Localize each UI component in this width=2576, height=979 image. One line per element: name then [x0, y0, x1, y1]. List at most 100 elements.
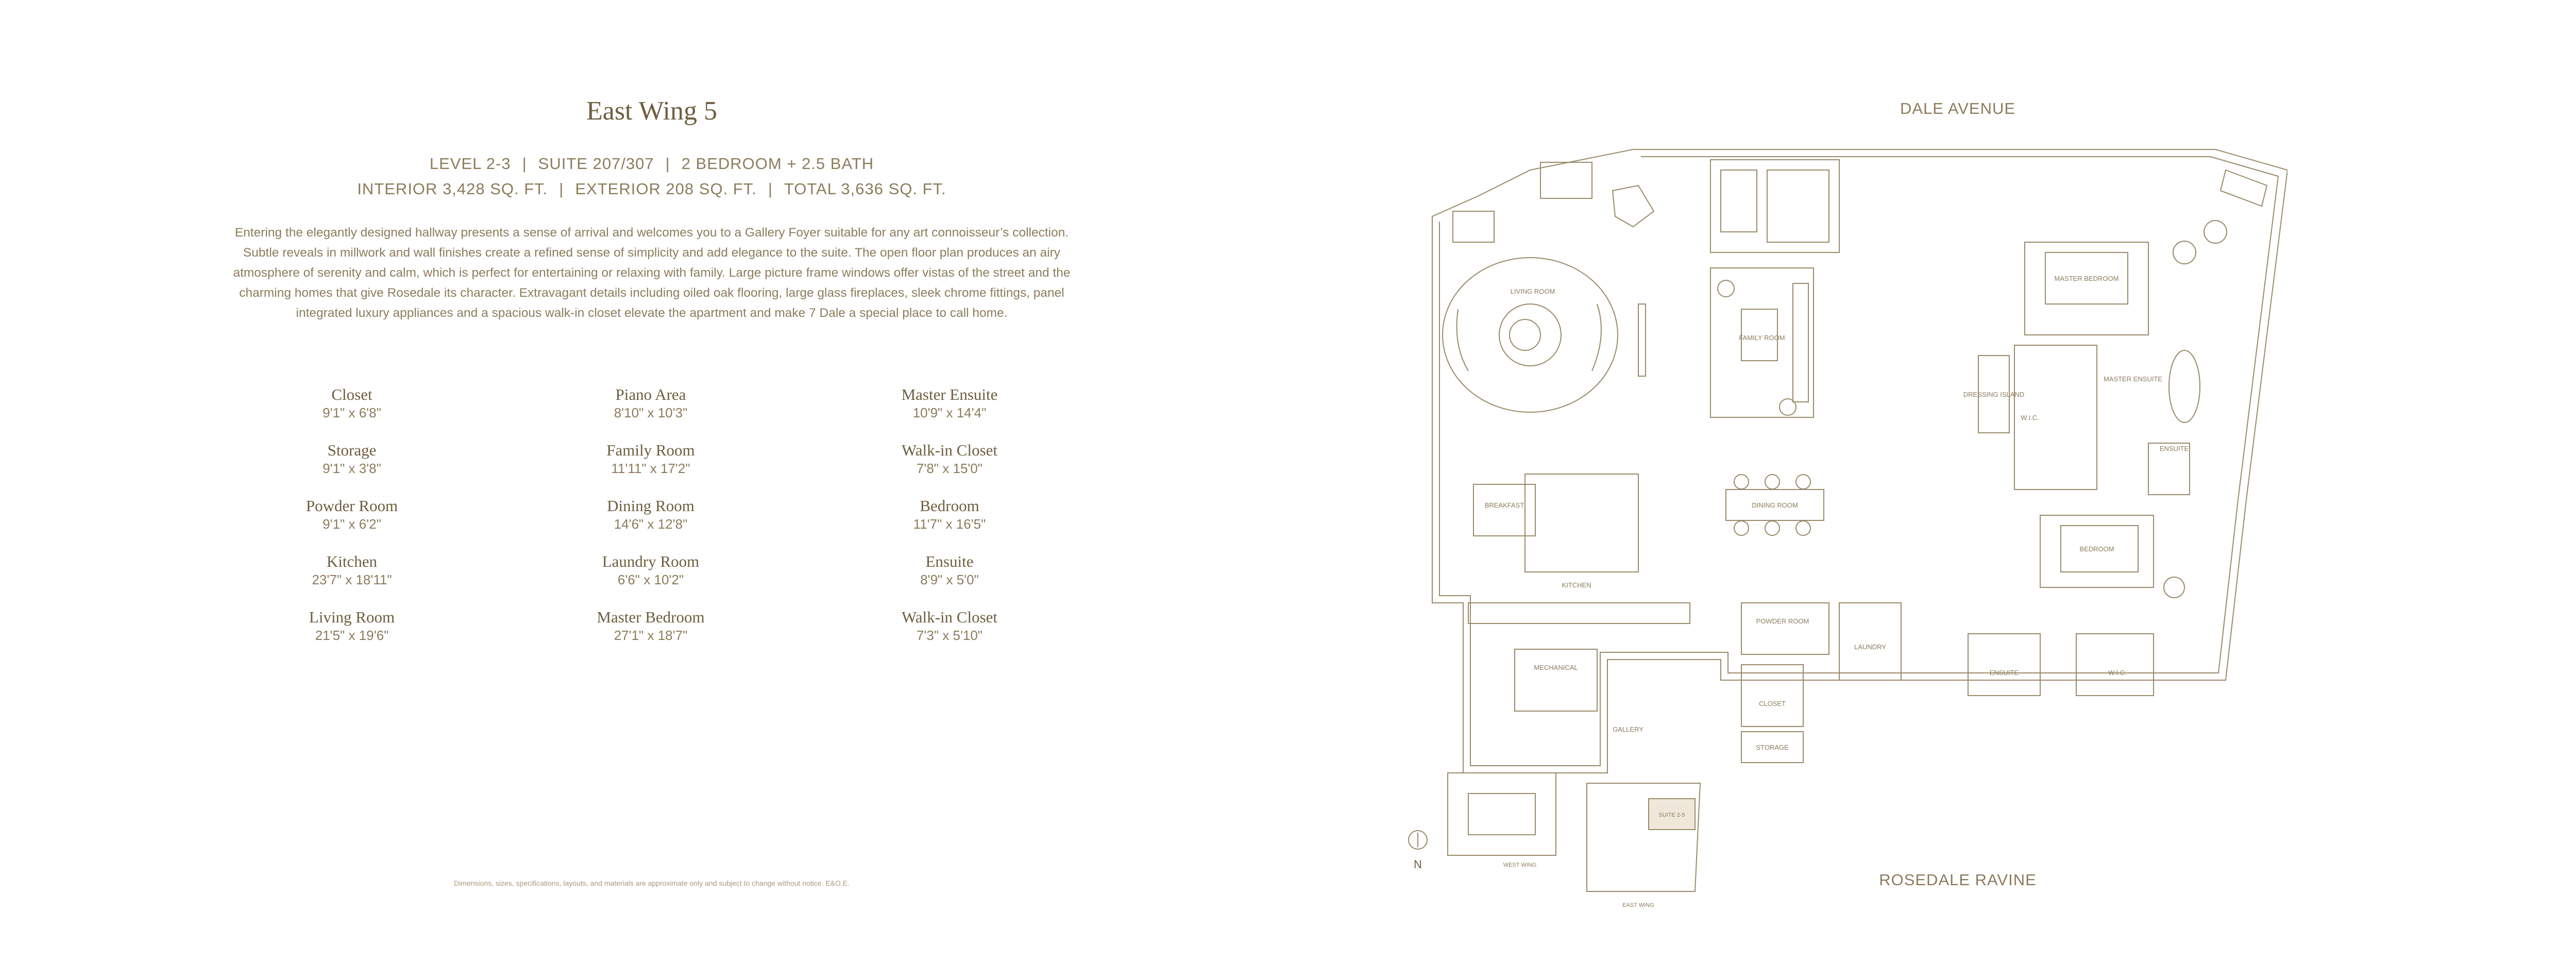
room-dimensions: 11'11" x 17'2": [611, 461, 690, 476]
master-chair: [2173, 241, 2196, 264]
room-dimensions: 27'1" x 18'7": [614, 628, 688, 643]
room-dimensions: 7'3" x 5'10": [916, 628, 983, 643]
room-dimensions: 8'10" x 10'3": [614, 405, 688, 420]
room-dimensions: 9'1" x 6'2": [323, 516, 381, 532]
west-wing-inner: [1468, 793, 1536, 835]
spec-total: TOTAL 3,636 SQ. FT.: [784, 180, 946, 198]
spec-separator: |: [522, 155, 527, 173]
room-item: Piano Area 8'10" x 10'3": [543, 385, 759, 441]
piano: [1612, 184, 1655, 228]
room-dimensions: 7'8" x 15'0": [916, 461, 983, 476]
street-label-bottom: ROSEDALE RAVINE: [1879, 871, 2037, 889]
room-name: Storage: [327, 441, 377, 459]
disclaimer: Dimensions, sizes, specifications, layou…: [453, 879, 850, 887]
dining-chair: [1795, 474, 1811, 490]
plan-label-bedroom: BEDROOM: [2079, 545, 2114, 553]
room-name: Piano Area: [615, 385, 686, 403]
master-bedroom-bed-inner: [2045, 252, 2128, 305]
plan-label-powder-room: POWDER ROOM: [1756, 617, 1809, 625]
plan-label-mechanical: MECHANICAL: [1534, 664, 1578, 671]
top-closet-inner: [1767, 170, 1829, 243]
family-room-sofa: [1792, 283, 1809, 402]
master-chair: [2204, 220, 2227, 244]
plan-label-family-room: FAMILY ROOM: [1739, 334, 1785, 342]
room-name: Dining Room: [607, 497, 694, 515]
top-closet-inner: [1720, 170, 1757, 232]
key-plans: N WEST WING SUITE 2-5 EAST WING: [1408, 772, 1701, 908]
room-dimensions: 21'5" x 19'6": [315, 628, 389, 643]
room-dimensions: 9'1" x 3'8": [323, 461, 381, 476]
spec-suite: SUITE 207/307: [538, 155, 654, 173]
master-tub: [2168, 350, 2200, 423]
spec-interior: INTERIOR 3,428 SQ. FT.: [357, 180, 548, 198]
east-wing-keyplan: [1586, 783, 1701, 892]
plan-label-gallery: GALLERY: [1613, 725, 1643, 733]
bedroom-bed: [2040, 515, 2154, 588]
master-shower: [2148, 443, 2190, 495]
spec-separator: |: [665, 155, 670, 173]
fireplace: [1638, 303, 1646, 377]
spec-separator: |: [559, 180, 564, 198]
family-room-chair: [1779, 398, 1797, 416]
room-name: Closet: [331, 385, 372, 403]
mechanical-room: [1514, 649, 1598, 712]
kitchen-counter: [1468, 602, 1690, 624]
north-arrow-icon: [1408, 830, 1428, 850]
living-room-table-inner: [1509, 319, 1541, 351]
room-item: Master Bedroom 27'1" x 18'7": [543, 608, 759, 664]
suite-description: Entering the elegantly designed hallway …: [233, 226, 1071, 320]
room-item: Living Room 21'5" x 19'6": [244, 608, 460, 664]
top-closet: [1710, 159, 1840, 253]
plan-label-master-bedroom: MASTER BEDROOM: [2055, 275, 2119, 282]
west-wing-label: WEST WING: [1503, 862, 1537, 868]
dressing-island: [1978, 355, 2010, 433]
dining-table: [1725, 489, 1824, 521]
room-name: Master Bedroom: [597, 608, 705, 626]
master-window: [2219, 169, 2268, 207]
street-label-top: DALE AVENUE: [1900, 99, 2016, 117]
plan-inner-wall: [1439, 156, 2279, 766]
room-dimensions: 6'6" x 10'2": [617, 572, 684, 587]
spec-line-level: LEVEL 2-3|SUITE 207/307|2 BEDROOM + 2.5 …: [0, 155, 1303, 173]
bedroom-bed-inner: [2060, 525, 2139, 572]
dining-chair: [1765, 520, 1780, 536]
page-title: East Wing 5: [586, 96, 718, 126]
wic-lower: [2076, 633, 2154, 696]
spec-separator: |: [768, 180, 773, 198]
dining-chair: [1734, 474, 1749, 490]
plan-label-laundry: LAUNDRY: [1854, 643, 1886, 651]
plan-label-wic: W.I.C.: [2021, 414, 2039, 421]
plan-label-breakfast: BREAKFAST: [1485, 501, 1524, 509]
room-name: Living Room: [309, 608, 395, 626]
room-name: Bedroom: [920, 497, 979, 515]
room-item: Storage 9'1" x 3'8": [244, 441, 460, 497]
east-wing-label: EAST WING: [1622, 902, 1654, 908]
plan-label-master-ensuite: MASTER ENSUITE: [2104, 375, 2162, 383]
dining-chair: [1734, 520, 1749, 536]
room-dimensions: 14'6" x 12'8": [614, 516, 688, 532]
spec-exterior: EXTERIOR 208 SQ. FT.: [575, 180, 757, 198]
spec-line-area: INTERIOR 3,428 SQ. FT. | EXTERIOR 208 SQ. …: [0, 180, 1303, 198]
window-bay: [1452, 211, 1495, 243]
living-room-rug: [1442, 257, 1618, 413]
ensuite: [1968, 633, 2041, 696]
plan-label-closet: CLOSET: [1759, 700, 1786, 707]
plan-label-ensuite: ENSUITE: [2160, 445, 2189, 452]
room-name: Kitchen: [326, 552, 378, 570]
dining-chair: [1795, 520, 1811, 536]
window-bay: [1540, 162, 1592, 199]
room-name: Family Room: [606, 441, 695, 459]
plan-label-kitchen: KITCHEN: [1562, 581, 1591, 589]
room-item: Family Room 11'11" x 17'2": [543, 441, 759, 497]
suite-keyplan-label: SUITE 2-5: [1658, 812, 1685, 818]
master-bedroom-bed: [2024, 242, 2149, 335]
room-dimensions: 23'7" x 18'11": [312, 572, 392, 587]
bedroom-chair: [2163, 577, 2185, 598]
plan-label-wic-lower: W.I.C.: [2108, 669, 2126, 677]
room-item: Kitchen 23'7" x 18'11": [244, 552, 460, 608]
